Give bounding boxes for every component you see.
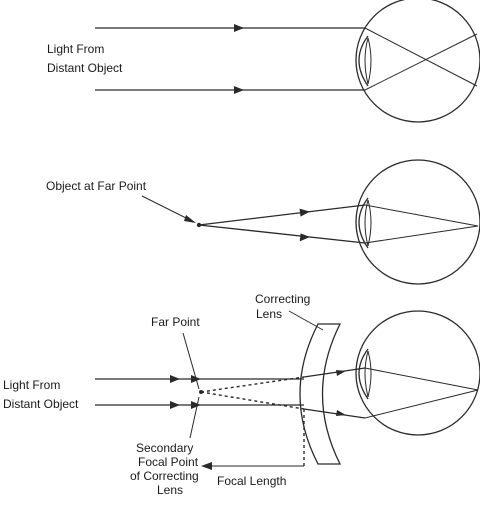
arrow-ray-bottom bbox=[170, 401, 180, 409]
focal-length-arrowhead bbox=[201, 462, 212, 470]
label-correcting-lens-a: Correcting bbox=[255, 292, 310, 306]
pointer-arrowhead bbox=[184, 215, 196, 223]
refracted-ray-bottom bbox=[364, 33, 478, 91]
refracted-ray-lower bbox=[364, 225, 479, 244]
eye-2 bbox=[355, 159, 480, 285]
eye-1 bbox=[355, 0, 480, 123]
arrow-ray-bottom-2 bbox=[191, 401, 201, 409]
label-light-distant-1b: Distant Object bbox=[47, 61, 123, 75]
pointer-correcting-lens bbox=[288, 310, 324, 331]
lens-right-arc bbox=[367, 199, 372, 247]
panel-myopic-eye: Light From Distant Object bbox=[47, 0, 480, 123]
arrow-ray-upper bbox=[299, 208, 310, 217]
correcting-lens bbox=[299, 323, 342, 465]
cornea-bulge bbox=[358, 35, 369, 87]
arrow-ray-lower bbox=[299, 233, 310, 242]
eyeball bbox=[355, 0, 480, 123]
panel-corrected: Correcting Lens Far Point Light From Dis… bbox=[3, 292, 480, 497]
label-object-far-point: Object at Far Point bbox=[46, 179, 147, 193]
label-focal-length: Focal Length bbox=[217, 474, 286, 488]
panel-far-point: Object at Far Point bbox=[46, 159, 480, 285]
refracted-ray-upper bbox=[364, 367, 479, 391]
label-light-distant-1a: Light From bbox=[47, 42, 104, 56]
label-secondary-focal-a: Secondary bbox=[136, 441, 193, 455]
lens-left-arc bbox=[364, 199, 369, 247]
arrow-diverged-upper bbox=[336, 370, 346, 376]
diverged-ray-upper bbox=[303, 367, 366, 378]
cornea-bulge bbox=[358, 197, 369, 249]
arrow-diverged-lower bbox=[336, 410, 346, 416]
pointer-far-point bbox=[182, 332, 200, 390]
label-correcting-lens-b: Lens bbox=[256, 307, 282, 321]
refracted-ray-lower bbox=[364, 389, 479, 419]
lens-right-arc bbox=[367, 37, 372, 85]
ray-lower bbox=[198, 224, 366, 244]
label-secondary-focal-b: Focal Point bbox=[138, 455, 199, 469]
refracted-ray-top bbox=[364, 27, 478, 87]
label-light-distant-3a: Light From bbox=[3, 378, 60, 392]
ray-upper bbox=[198, 204, 366, 226]
label-far-point: Far Point bbox=[151, 315, 200, 329]
label-secondary-focal-c: of Correcting bbox=[130, 469, 199, 483]
virtual-ray-lower bbox=[200, 391, 305, 410]
arrow-ray-bottom bbox=[234, 86, 244, 94]
eye-3 bbox=[355, 310, 480, 436]
lens-right-arc bbox=[367, 350, 372, 398]
arrow-ray-top bbox=[170, 375, 180, 383]
cornea-bulge bbox=[358, 348, 369, 400]
arrow-ray-top bbox=[234, 24, 244, 32]
lens-left-arc bbox=[364, 350, 369, 398]
refracted-ray-upper bbox=[364, 204, 479, 227]
pointer-secondary-focal bbox=[189, 396, 200, 439]
label-secondary-focal-d: Lens bbox=[157, 483, 183, 497]
lens-left-arc bbox=[364, 37, 369, 85]
secondary-focal-point bbox=[199, 390, 203, 394]
diverged-ray-lower bbox=[303, 408, 366, 419]
label-light-distant-3b: Distant Object bbox=[3, 397, 79, 411]
virtual-ray-upper bbox=[200, 376, 305, 393]
eyeball bbox=[355, 159, 480, 285]
eyeball bbox=[355, 310, 480, 436]
